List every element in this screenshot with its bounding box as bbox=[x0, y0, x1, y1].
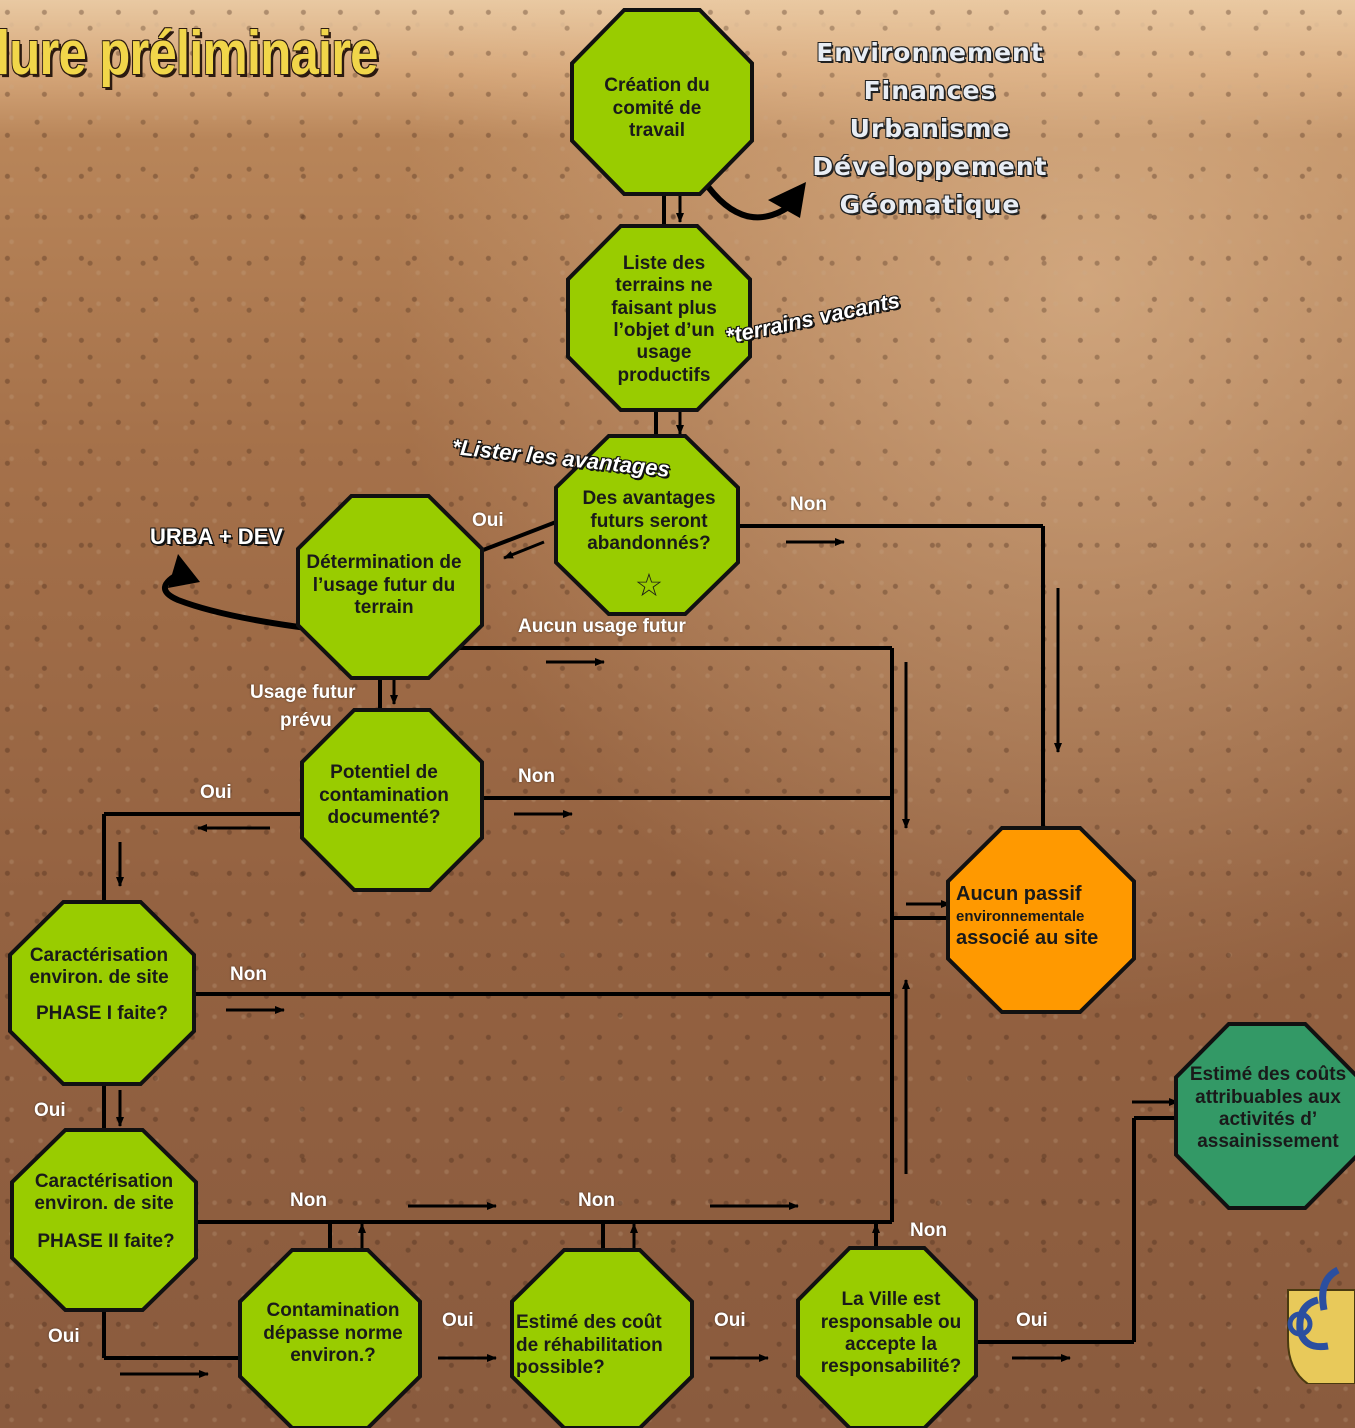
node-creation-comite: Création du comité de travail bbox=[604, 75, 710, 142]
octagon-phase2 bbox=[10, 1128, 198, 1312]
label-non-rehab: Non bbox=[578, 1190, 615, 1211]
label-non-phase2: Non bbox=[290, 1190, 327, 1211]
node-aucun-passif-line2: environnementale bbox=[956, 908, 1085, 926]
city-logo-icon bbox=[1287, 1266, 1355, 1384]
octagon-rehab bbox=[510, 1248, 694, 1428]
connector-lines bbox=[102, 194, 1180, 1360]
label-aucun-usage-futur: Aucun usage futur bbox=[518, 616, 686, 637]
node-ville-responsable: La Ville est responsable ou accepte la r… bbox=[820, 1289, 962, 1378]
label-oui-phase1: Oui bbox=[34, 1100, 66, 1121]
octagon-ville bbox=[796, 1246, 978, 1428]
department-finances: Finances bbox=[863, 76, 997, 105]
label-oui-potentiel: Oui bbox=[200, 782, 232, 803]
label-oui-phase2: Oui bbox=[48, 1326, 80, 1347]
label-non-avantages: Non bbox=[790, 494, 827, 515]
octagon-liste bbox=[566, 224, 752, 412]
node-aucun-passif-line3: associé au site bbox=[956, 927, 1099, 950]
octagon-aucun bbox=[946, 826, 1136, 1014]
node-phase1-title: Caractérisation environ. de site bbox=[29, 944, 169, 988]
label-oui-rehab: Oui bbox=[714, 1310, 746, 1331]
star-icon: ☆ bbox=[634, 567, 664, 604]
page-title: lure préliminaire bbox=[0, 19, 378, 88]
node-determination-usage: Détermination de l’usage futur du terrai… bbox=[306, 552, 462, 619]
department-urbanisme: Urbanisme bbox=[849, 114, 1011, 143]
node-aucun-passif-line1: Aucun passif bbox=[956, 883, 1082, 906]
label-oui-contamination: Oui bbox=[442, 1310, 474, 1331]
departments-arrow-head bbox=[768, 182, 806, 218]
octagon-creation bbox=[570, 8, 754, 196]
node-phase2-question: PHASE II faite? bbox=[37, 1230, 175, 1252]
urba-dev-curve-arrow bbox=[162, 569, 341, 635]
label-prevu: prévu bbox=[280, 710, 332, 731]
department-environnement: Environnement bbox=[816, 38, 1044, 67]
octagon-contamination bbox=[238, 1248, 422, 1428]
node-contamination-norme: Contamination dépasse norme environ.? bbox=[263, 1300, 403, 1367]
label-usage-futur: Usage futur bbox=[250, 682, 356, 703]
note-urba-dev: URBA + DEV bbox=[150, 524, 284, 549]
department-geomatique: Géomatique bbox=[839, 190, 1021, 219]
label-oui-avantages: Oui bbox=[472, 510, 504, 531]
node-estime-couts: Estimé des coûts attribuables aux activi… bbox=[1189, 1064, 1347, 1153]
octagon-determination bbox=[296, 494, 484, 680]
department-developpement: Développement bbox=[812, 152, 1048, 181]
urba-dev-arrow-head bbox=[168, 554, 200, 588]
octagon-potentiel bbox=[300, 708, 484, 892]
label-oui-ville: Oui bbox=[1016, 1310, 1048, 1331]
octagon-phase1 bbox=[8, 900, 196, 1086]
node-liste-terrains: Liste des terrains ne faisant plus l’obj… bbox=[611, 252, 717, 386]
label-non-potentiel: Non bbox=[518, 766, 555, 787]
node-phase2-title: Caractérisation environ. de site bbox=[34, 1170, 174, 1214]
label-non-ville: Non bbox=[910, 1220, 947, 1241]
node-shapes bbox=[8, 8, 1355, 1428]
node-estime-rehabilitation: Estimé des coût de réhabilitation possib… bbox=[516, 1312, 663, 1379]
label-non-phase1: Non bbox=[230, 964, 267, 985]
node-avantages-futurs: Des avantages futurs seront abandonnés? bbox=[582, 488, 716, 555]
octagon-avantages bbox=[554, 434, 740, 616]
node-phase1-question: PHASE I faite? bbox=[36, 1002, 168, 1024]
direction-arrows bbox=[116, 194, 1179, 1378]
node-potentiel-contamination: Potentiel de contamination documenté? bbox=[319, 762, 449, 829]
octagon-estime bbox=[1174, 1022, 1355, 1210]
